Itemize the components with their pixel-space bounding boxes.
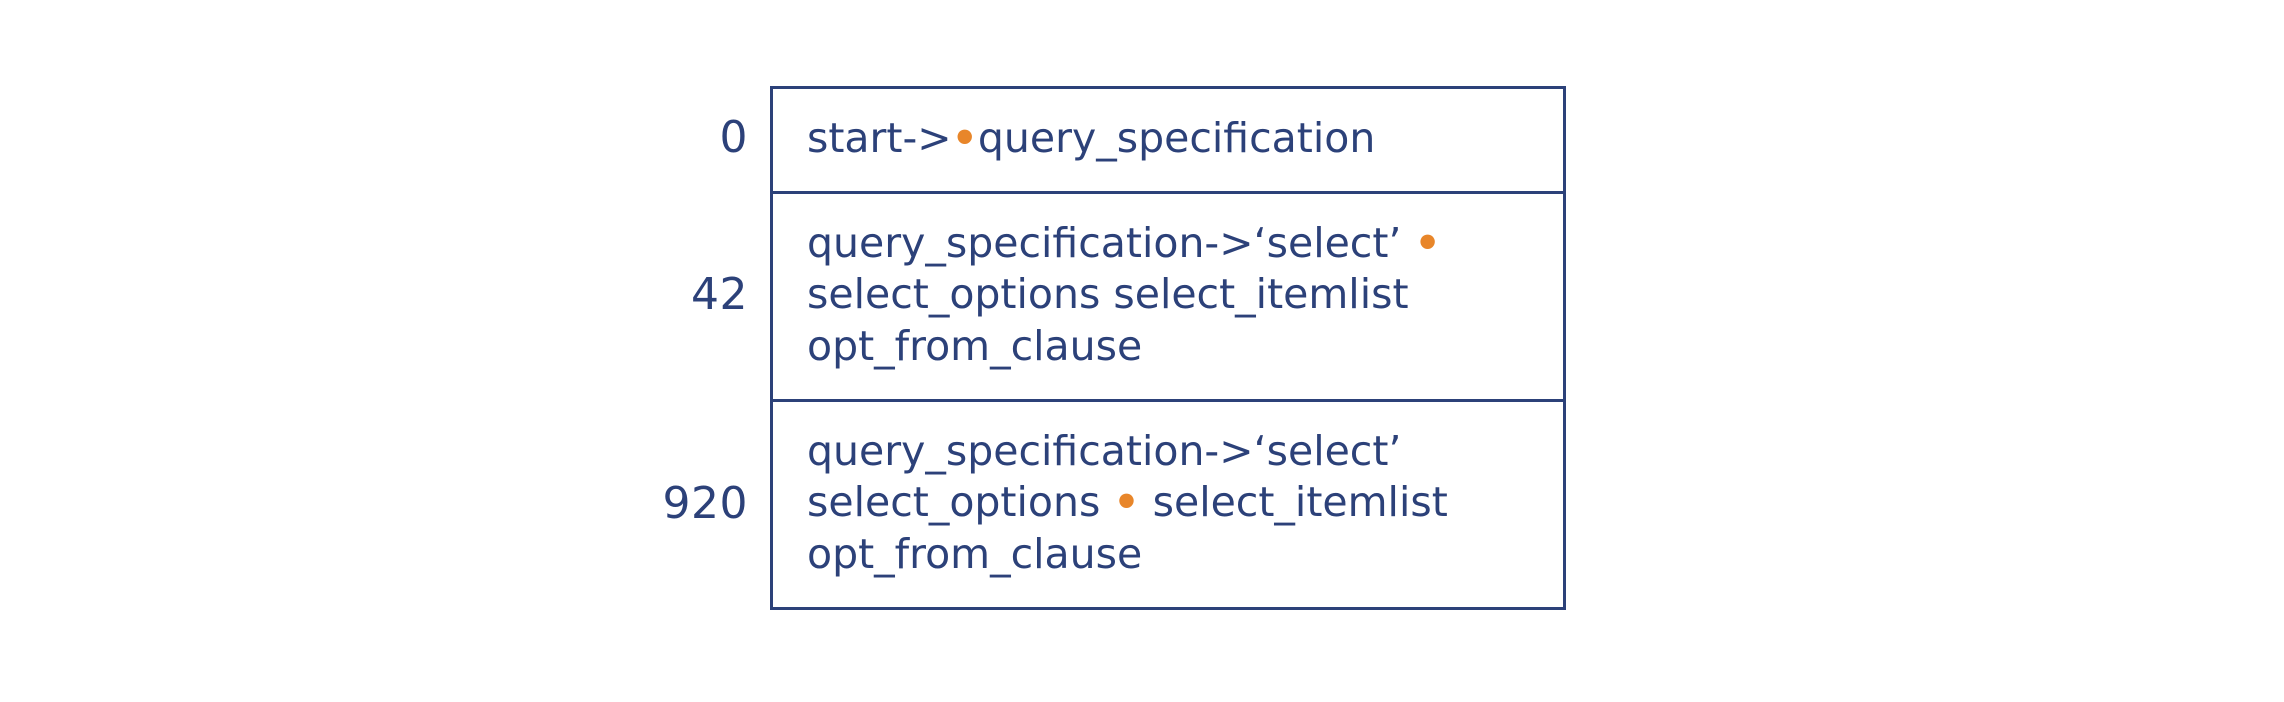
production-line: opt_from_clause: [807, 529, 1143, 578]
dot-marker-icon: •: [1414, 218, 1441, 267]
table-row: 920 query_specification->‘select’ select…: [630, 398, 1566, 610]
state-index-label: 0: [719, 112, 748, 164]
state-index-label: 920: [662, 478, 748, 530]
state-item-cell: query_specification->‘select’ • select_o…: [770, 190, 1566, 399]
parser-state-table: 0 start->•query_specification 42 query_s…: [630, 86, 1566, 610]
production-line: start->•query_specification: [807, 113, 1533, 165]
production-text-after: select_itemlist: [1139, 478, 1448, 527]
dot-marker-icon: •: [951, 114, 978, 162]
production-line: select_options select_itemlist: [807, 270, 1409, 319]
dot-marker-icon: •: [1113, 478, 1140, 527]
state-index-label: 42: [691, 268, 748, 320]
table-row: 42 query_specification->‘select’ • selec…: [630, 190, 1566, 399]
production-text-before: query_specification->‘select’: [807, 218, 1415, 267]
state-item-cell: start->•query_specification: [770, 86, 1566, 191]
production-text-after: query_specification: [977, 114, 1376, 162]
state-item-cell: query_specification->‘select’ select_opt…: [770, 398, 1566, 610]
production-text-before: start->: [807, 114, 952, 162]
production-line: query_specification->‘select’ •: [807, 218, 1533, 270]
table-row: 0 start->•query_specification: [630, 86, 1566, 191]
production-text-before: select_options: [807, 478, 1114, 527]
production-line: opt_from_clause: [807, 321, 1143, 370]
production-line: select_options • select_itemlist: [807, 477, 1533, 529]
production-line: query_specification->‘select’: [807, 426, 1402, 475]
